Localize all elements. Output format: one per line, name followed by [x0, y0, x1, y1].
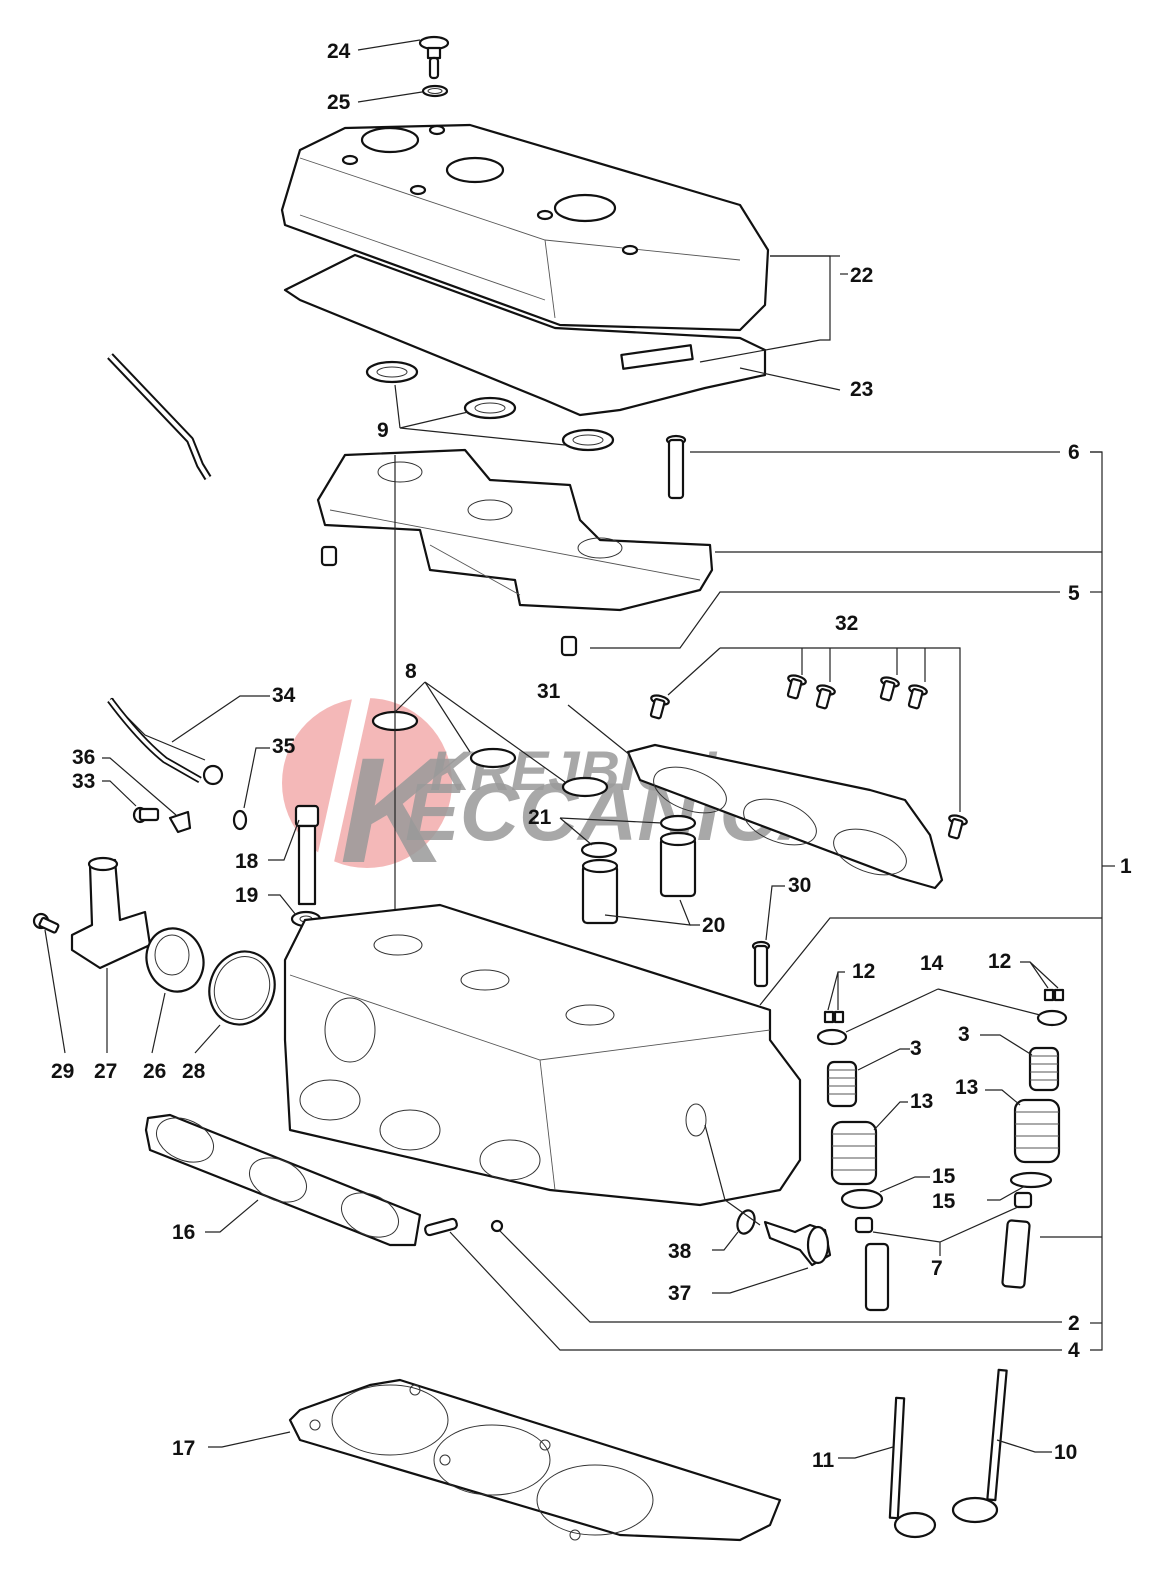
part-camshaft-caps[interactable]: [316, 448, 714, 612]
callout-17: 17: [172, 1437, 195, 1460]
part-2-plug[interactable]: [490, 1219, 504, 1233]
callout-12a: 12: [852, 960, 875, 983]
part-34-pipe[interactable]: [107, 353, 224, 786]
callout-33: 33: [72, 770, 95, 793]
part-22-valve-cover[interactable]: [280, 123, 770, 370]
callout-23: 23: [850, 378, 873, 401]
part-12-cotters[interactable]: [823, 988, 1065, 1024]
callout-15a: 15: [932, 1165, 956, 1188]
watermark-logo-letter: K: [340, 726, 458, 894]
callout-16: 16: [172, 1221, 195, 1244]
callout-29: 29: [51, 1060, 74, 1083]
callout-8: 8: [405, 660, 417, 683]
part-31-intake-manifold[interactable]: [626, 743, 944, 890]
part-20-bushings[interactable]: [581, 831, 697, 925]
part-13-outer-springs[interactable]: [830, 1098, 1061, 1186]
callout-2: 2: [1068, 1312, 1080, 1335]
part-7-stem-seals[interactable]: [854, 1191, 1033, 1312]
part-cylinder-head[interactable]: [283, 903, 802, 1207]
callout-34: 34: [272, 684, 296, 707]
part-10-exhaust-valve[interactable]: [951, 1368, 1008, 1524]
part-38-oring[interactable]: [734, 1208, 757, 1236]
part-33-screw[interactable]: [132, 806, 160, 824]
callout-4: 4: [1068, 1339, 1080, 1362]
callout-26: 26: [143, 1060, 166, 1083]
part-5-dowel[interactable]: [560, 635, 578, 657]
callout-27: 27: [94, 1060, 117, 1083]
callout-11: 11: [812, 1449, 835, 1472]
part-29-screw[interactable]: [32, 912, 60, 934]
part-3-inner-springs[interactable]: [826, 1046, 1060, 1108]
callout-15b: 15: [932, 1190, 956, 1213]
part-27-thermostat-housing[interactable]: [70, 856, 152, 970]
callout-9: 9: [377, 419, 389, 442]
part-30-stud[interactable]: [751, 940, 771, 988]
callout-18: 18: [235, 850, 259, 873]
callout-1: 1: [1120, 855, 1132, 878]
part-25-oring[interactable]: [421, 84, 449, 98]
part-36-bracket[interactable]: [168, 810, 192, 834]
part-18-bolt[interactable]: [294, 804, 320, 906]
part-6-screw[interactable]: [665, 434, 687, 500]
part-24-screw[interactable]: [418, 35, 450, 80]
callout-3a: 3: [910, 1037, 922, 1060]
part-4-stud[interactable]: [424, 1217, 458, 1237]
callout-30: 30: [788, 874, 811, 897]
part-15-spring-seats[interactable]: [840, 1171, 1053, 1210]
part-14-retainers[interactable]: [816, 1009, 1068, 1046]
callout-13b: 13: [955, 1076, 978, 1099]
callout-28: 28: [182, 1060, 206, 1083]
callout-22: 22: [850, 264, 873, 287]
callout-12b: 12: [988, 950, 1011, 973]
callout-32: 32: [835, 612, 858, 635]
callout-6: 6: [1068, 441, 1080, 464]
part-23-gasket[interactable]: [283, 253, 767, 417]
callout-37: 37: [668, 1282, 691, 1305]
part-17-head-gasket[interactable]: [288, 1378, 782, 1542]
callout-35: 35: [272, 735, 296, 758]
part-21-orings[interactable]: [580, 814, 697, 859]
callout-21: 21: [528, 806, 552, 829]
callout-5: 5: [1068, 582, 1080, 605]
part-16-exhaust-gasket[interactable]: [144, 1109, 422, 1247]
callout-36: 36: [72, 746, 95, 769]
part-35-washer[interactable]: [232, 809, 248, 831]
part-11-intake-valve[interactable]: [888, 1396, 937, 1539]
callout-19: 19: [235, 884, 258, 907]
part-37-plug[interactable]: [763, 1220, 832, 1267]
callout-3b: 3: [958, 1023, 970, 1046]
callout-7: 7: [931, 1257, 943, 1280]
callout-24: 24: [327, 40, 351, 63]
callout-14: 14: [920, 952, 944, 975]
part-32-bolts[interactable]: [647, 674, 968, 840]
callout-31: 31: [537, 680, 561, 703]
callout-13a: 13: [910, 1090, 933, 1113]
watermark-slash: [312, 690, 372, 880]
callout-20: 20: [702, 914, 725, 937]
callout-25: 25: [327, 91, 351, 114]
part-26-thermostat[interactable]: [138, 920, 213, 999]
part-28-oring[interactable]: [199, 942, 284, 1033]
part-9-spark-plug-seals[interactable]: [365, 360, 615, 452]
callout-38: 38: [668, 1240, 692, 1263]
callout-10: 10: [1054, 1441, 1077, 1464]
